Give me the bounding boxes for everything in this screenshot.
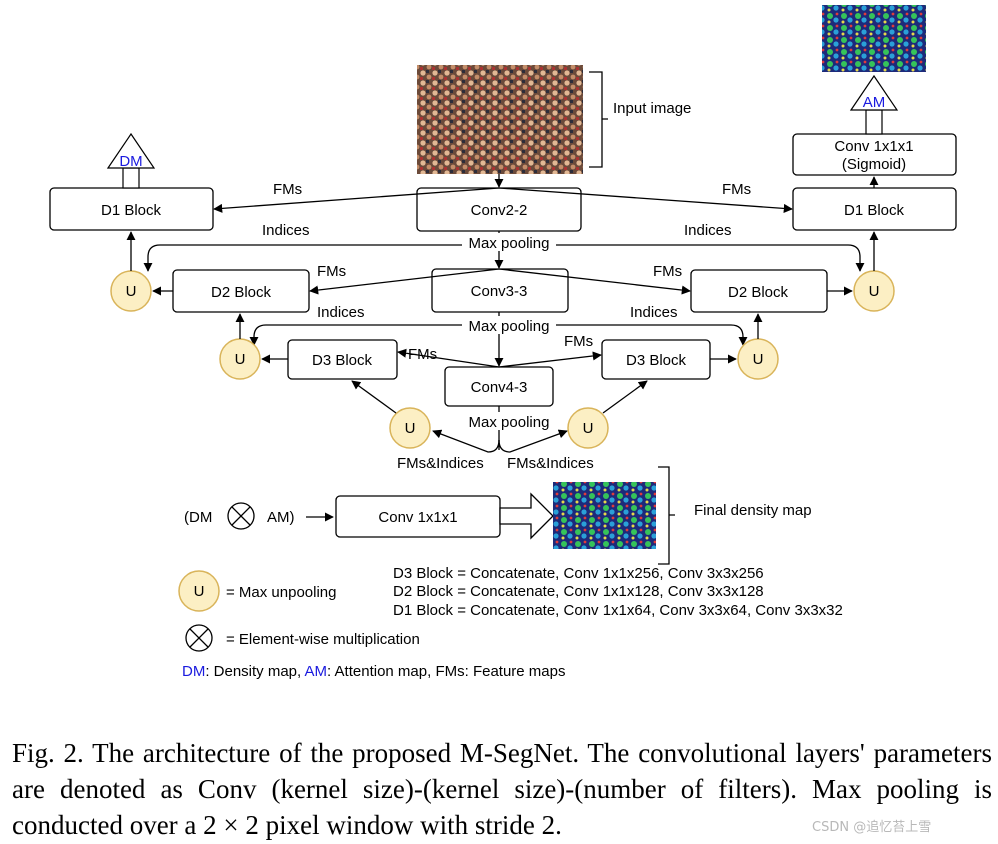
- conv22-label: Conv2-2: [471, 202, 528, 219]
- fms-right-3-label: FMs: [564, 333, 593, 350]
- unpool-left-1-label: U: [126, 283, 137, 300]
- fms-right-2-arrow: [498, 268, 691, 295]
- fmsindices-right-label: FMs&Indices: [507, 455, 594, 472]
- unpool-right-1-label: U: [869, 283, 880, 300]
- left-d3-block: D3 Block: [287, 339, 398, 380]
- final-conv-label: Conv 1x1x1: [378, 509, 457, 526]
- conv33-label: Conv3-3: [471, 283, 528, 300]
- final-output-arrow: [499, 492, 554, 540]
- unpool-left-2-label: U: [235, 351, 246, 368]
- fmsindices-left-label: FMs&Indices: [397, 455, 484, 472]
- right-d1-block: D1 Block: [792, 187, 957, 231]
- conv43-box: Conv4-3: [444, 366, 554, 407]
- final-density-map-image: [553, 482, 656, 549]
- legend-dm-key: DM: [182, 663, 205, 680]
- def-d2: D2 Block = Concatenate, Conv 1x1x128, Co…: [393, 583, 764, 600]
- indices-left-1-label: Indices: [262, 222, 310, 239]
- attention-map-image: [822, 5, 926, 72]
- maxpool-1-label: Max pooling: [469, 235, 550, 252]
- indices-right-2-label: Indices: [630, 304, 678, 321]
- left-d1-block: D1 Block: [49, 187, 214, 231]
- left-d3-label: D3 Block: [312, 352, 373, 369]
- multiply-icon: [227, 502, 255, 530]
- fms-left-1-arrow: [213, 187, 500, 213]
- unpool-right-2-label: U: [753, 351, 764, 368]
- unpool-right-1: U: [853, 270, 895, 312]
- input-bracket: [589, 71, 608, 168]
- legend-unpool-text: = Max unpooling: [226, 584, 337, 601]
- def-d3: D3 Block = Concatenate, Conv 1x1x256, Co…: [393, 565, 764, 582]
- right-d3-block: D3 Block: [601, 339, 711, 380]
- legend-dm-text: : Density map,: [205, 663, 304, 680]
- am-label: AM: [863, 94, 886, 111]
- fms-right-2-label: FMs: [653, 263, 682, 280]
- left-d2-block: D2 Block: [172, 269, 310, 313]
- legend-am-key: AM: [305, 663, 328, 680]
- right-conv-line1: Conv 1x1x1: [834, 138, 913, 155]
- unpool-right-3: U: [567, 407, 609, 449]
- final-density-label: Final density map: [694, 502, 812, 519]
- unpool-left-1: U: [110, 270, 152, 312]
- maxpool-3-label: Max pooling: [469, 414, 550, 431]
- indices-right-1-label: Indices: [684, 222, 732, 239]
- u-right3-to-d3-arrow: [602, 380, 648, 414]
- left-d1-label: D1 Block: [101, 202, 162, 219]
- fms-left-2-arrow: [309, 268, 500, 295]
- fms-left-3-label: FMs: [408, 346, 437, 363]
- fms-right-1-arrow: [498, 187, 793, 213]
- fms-left-3-arrow: [397, 348, 500, 368]
- fms-right-1-label: FMs: [722, 181, 751, 198]
- final-conv-box: Conv 1x1x1: [335, 495, 501, 538]
- legend-u-label: U: [194, 583, 205, 600]
- dm-output-arrow: DM: [106, 132, 156, 189]
- final-am-text: AM): [267, 509, 295, 526]
- fmsindices-right-arrow: [498, 429, 568, 453]
- watermark: CSDN @追忆苔上雪: [812, 820, 932, 835]
- def-d1: D1 Block = Concatenate, Conv 1x1x64, Con…: [393, 602, 843, 619]
- input-image-label: Input image: [613, 100, 691, 117]
- right-conv-line2: (Sigmoid): [842, 156, 906, 173]
- conv22-box: Conv2-2: [416, 187, 582, 232]
- right-d1-label: D1 Block: [844, 202, 905, 219]
- right-d3-label: D3 Block: [626, 352, 687, 369]
- unpool-left-3-label: U: [405, 420, 416, 437]
- right-d2-label: D2 Block: [728, 284, 789, 301]
- figure-caption: Fig. 2. The architecture of the proposed…: [12, 738, 992, 840]
- unpool-right-3-label: U: [583, 420, 594, 437]
- conv43-label: Conv4-3: [471, 379, 528, 396]
- fms-right-3-arrow: [498, 351, 602, 368]
- legend-am-text: : Attention map, FMs: Feature maps: [327, 663, 565, 680]
- indices-right-2-arrow: [499, 324, 748, 346]
- unpool-left-2: U: [219, 338, 261, 380]
- indices-left-1-arrow: [143, 244, 499, 272]
- legend-mult-text: = Element-wise multiplication: [226, 631, 420, 648]
- legend-unpool-symbol: U: [178, 570, 220, 612]
- indices-right-1-arrow: [499, 244, 865, 272]
- left-d2-label: D2 Block: [211, 284, 272, 301]
- final-bracket: [658, 466, 675, 565]
- fmsindices-left-arrow: [432, 429, 500, 453]
- maxpool-2-label: Max pooling: [469, 318, 550, 335]
- architecture-diagram: Input image Conv2-2 Conv3-3 Conv4-3 FMs …: [49, 5, 957, 680]
- am-output-arrow: AM: [849, 74, 899, 135]
- u-left3-to-d3-arrow: [351, 380, 397, 414]
- conv33-box: Conv3-3: [431, 268, 569, 313]
- dm-label: DM: [119, 153, 142, 170]
- fms-left-1-label: FMs: [273, 181, 302, 198]
- final-dm-text: (DM: [184, 509, 212, 526]
- right-d2-block: D2 Block: [690, 269, 828, 313]
- indices-left-2-label: Indices: [317, 304, 365, 321]
- unpool-left-3: U: [389, 407, 431, 449]
- right-conv-sigmoid-box: Conv 1x1x1 (Sigmoid): [792, 133, 957, 176]
- input-crowd-image: [417, 65, 583, 174]
- legend-multiply-icon: [185, 624, 213, 652]
- legend-abbrev: DM: Density map, AM: Attention map, FMs:…: [182, 663, 565, 680]
- indices-left-2-arrow: [249, 324, 499, 346]
- fms-left-2-label: FMs: [317, 263, 346, 280]
- unpool-right-2: U: [737, 338, 779, 380]
